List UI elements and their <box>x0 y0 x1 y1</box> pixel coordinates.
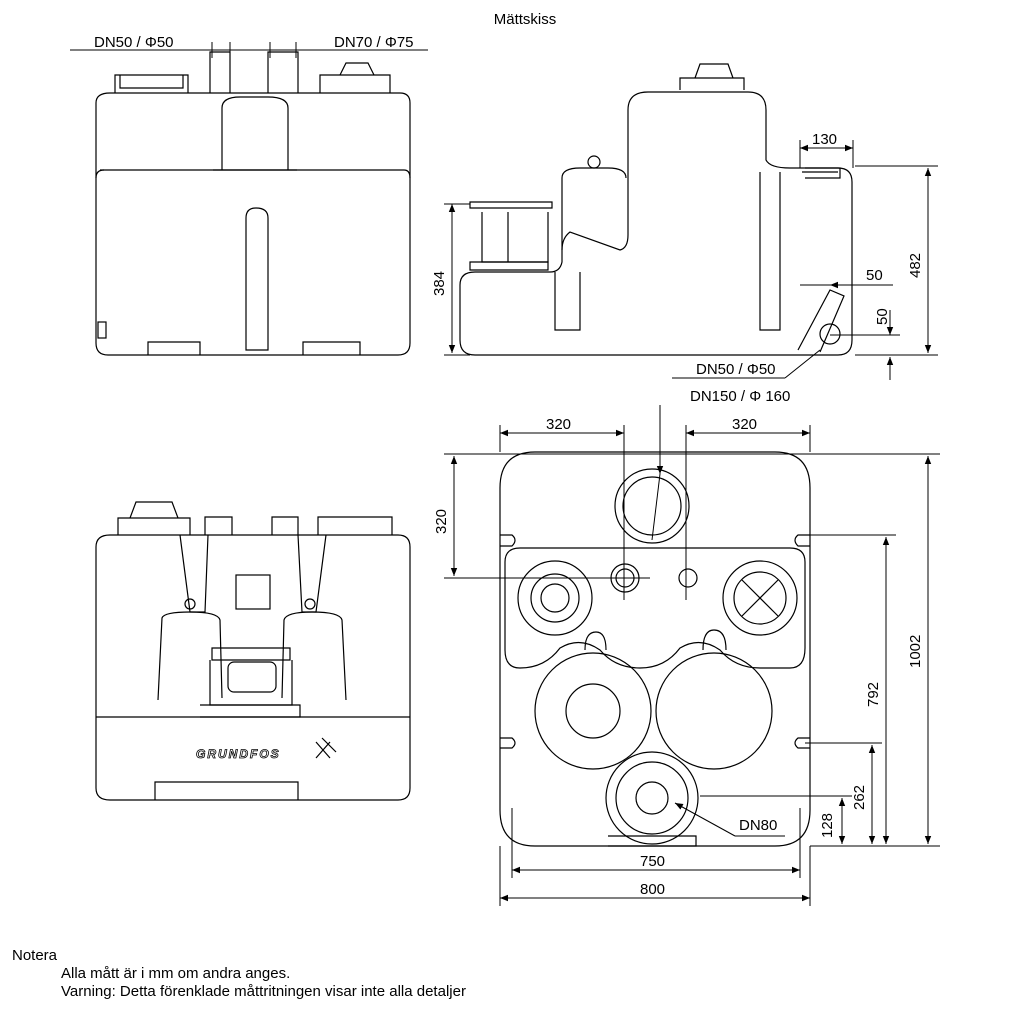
label-320-vertical: 320 <box>433 509 450 534</box>
grundfos-logo-mark <box>315 737 337 759</box>
label-dn70: DN70 / Φ75 <box>334 34 414 51</box>
notes-section: Notera Alla mått är i mm om andra anges.… <box>12 947 466 1001</box>
dimension-drawing: Mättskiss DN50 / Φ50 DN70 / Φ75 <box>70 11 940 906</box>
label-dn50-side: DN50 / Φ50 <box>696 361 776 378</box>
label-800: 800 <box>640 881 665 898</box>
rear-view <box>95 501 411 801</box>
label-792: 792 <box>865 682 882 707</box>
label-50-horizontal: 50 <box>866 267 883 284</box>
label-dn150: DN150 / Φ 160 <box>690 388 790 405</box>
label-dn50-top: DN50 / Φ50 <box>94 34 174 51</box>
notes-line-warning: Varning: Detta förenklade måttritningen … <box>61 983 466 1000</box>
label-dn80: DN80 <box>739 817 777 834</box>
front-view <box>95 51 411 356</box>
label-482: 482 <box>907 253 924 278</box>
top-dim-lines <box>444 405 940 906</box>
label-750: 750 <box>640 853 665 870</box>
notes-heading: Notera <box>12 947 58 964</box>
label-50-vertical: 50 <box>874 308 891 325</box>
label-320-left: 320 <box>546 416 571 433</box>
side-dim-lines <box>444 140 938 380</box>
front-dim-lines <box>70 42 428 58</box>
side-view <box>459 63 853 356</box>
label-1002: 1002 <box>907 635 924 668</box>
label-130: 130 <box>812 131 837 148</box>
notes-line-units: Alla mått är i mm om andra anges. <box>61 965 291 982</box>
label-128: 128 <box>819 813 836 838</box>
label-384: 384 <box>431 271 448 296</box>
drawing-title: Mättskiss <box>494 11 557 28</box>
label-262: 262 <box>851 785 868 810</box>
label-320-right: 320 <box>732 416 757 433</box>
grundfos-logo: GRUNDFOS <box>196 747 281 761</box>
